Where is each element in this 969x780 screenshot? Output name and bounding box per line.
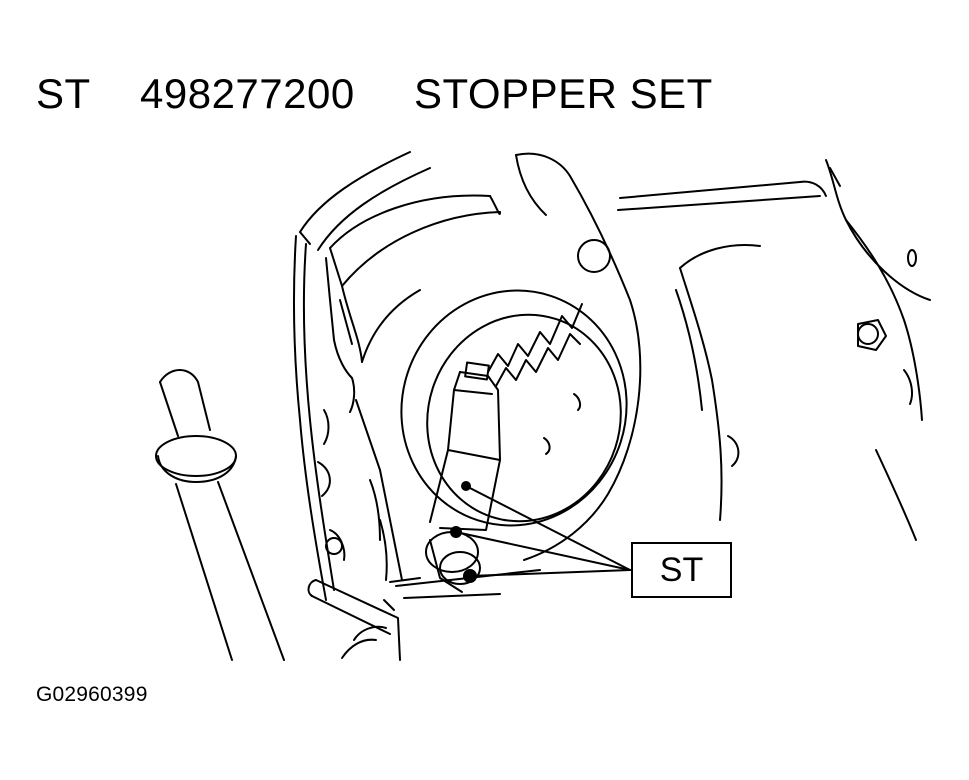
case-flange (329, 194, 501, 363)
lower-shaft (307, 569, 541, 661)
tool-code: ST (36, 70, 91, 117)
figure-id: G02960399 (36, 683, 148, 706)
part-number: 498277200 (140, 70, 355, 117)
diagram-title: ST 498277200 STOPPER SET (36, 66, 713, 122)
transmission-case (292, 151, 431, 601)
upper-housing (515, 152, 931, 561)
dipstick-tube (155, 369, 285, 661)
right-housing-panel (675, 219, 923, 541)
stopper-set-tool (425, 361, 501, 593)
tool-name: STOPPER SET (414, 70, 713, 117)
callout-label-st: ST (631, 542, 732, 598)
toothed-ring (400, 289, 628, 527)
